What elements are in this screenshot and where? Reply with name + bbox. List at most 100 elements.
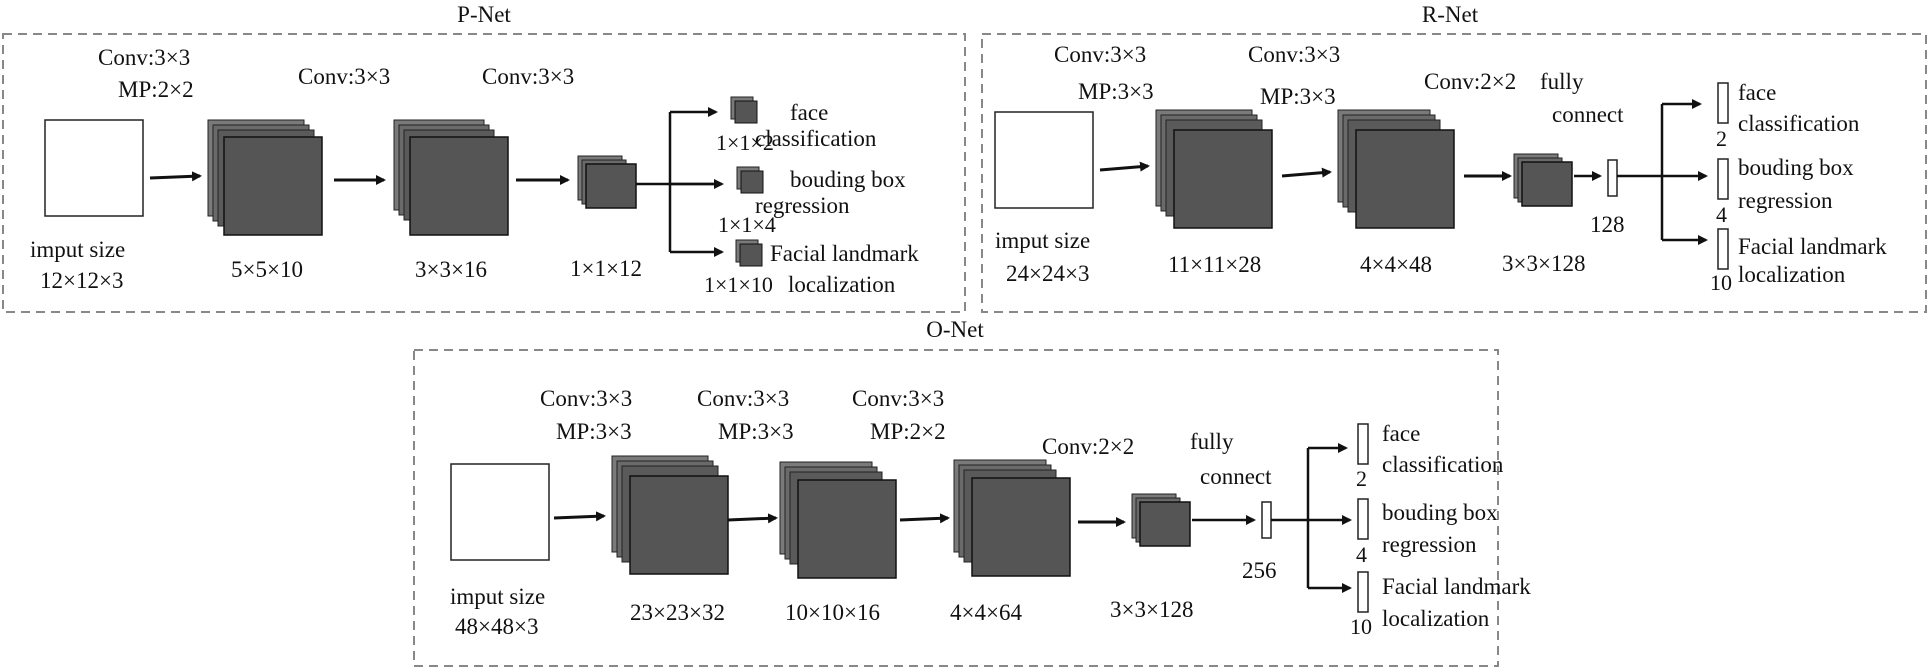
- pnet-out-block-3: [735, 239, 763, 267]
- pnet-out-block-2: [736, 166, 764, 194]
- onet-conv3-label: Conv:3×3: [852, 386, 944, 411]
- pnet-out2-label1: bouding box: [790, 167, 906, 192]
- onet-out1-dim: 2: [1356, 466, 1367, 491]
- rnet-out-bar-3: [1717, 228, 1729, 270]
- rnet-fc-dim: 128: [1590, 212, 1625, 237]
- onet-block-2: [779, 461, 897, 579]
- pnet-out1-label1: face: [790, 100, 828, 125]
- onet-arrow-3: [899, 513, 950, 524]
- pnet-input-label: imput size: [30, 237, 125, 262]
- onet-arrow-1: [553, 511, 606, 522]
- rnet-input-box: [994, 111, 1094, 209]
- onet-out-bar-3: [1357, 571, 1369, 613]
- pnet-frame: [2, 33, 966, 313]
- onet-out-bar-2: [1357, 498, 1369, 540]
- pnet-out2-dim: 1×1×4: [718, 212, 776, 237]
- rnet-arrow-1: [1099, 161, 1150, 172]
- onet-conv1-label: Conv:3×3: [540, 386, 632, 411]
- rnet-arrow-2: [1281, 167, 1332, 178]
- rnet-out-bar-2: [1717, 158, 1729, 200]
- rnet-dim-3: 3×3×128: [1502, 251, 1585, 276]
- onet-mp3-label: MP:2×2: [870, 419, 946, 444]
- rnet-out2-dim: 4: [1716, 202, 1727, 227]
- onet-out1-label2: classification: [1382, 452, 1504, 477]
- onet-out2-label2: regression: [1382, 532, 1477, 557]
- pnet-input-dim: 12×12×3: [40, 268, 123, 293]
- rnet-title: R-Net: [1422, 2, 1479, 27]
- rnet-block-2: [1337, 109, 1455, 229]
- rnet-fc-label2: connect: [1552, 102, 1624, 127]
- pnet-branch-arrows: [636, 107, 724, 257]
- onet-fc-label2: connect: [1200, 464, 1272, 489]
- rnet-out3-dim: 10: [1710, 270, 1732, 295]
- pnet-dim-3: 1×1×12: [570, 256, 642, 281]
- pnet-arrow-1: [149, 171, 202, 182]
- rnet-out1-dim: 2: [1716, 126, 1727, 151]
- rnet-dim-2: 4×4×48: [1360, 252, 1432, 277]
- onet-block-1: [611, 455, 729, 575]
- onet-out-bar-1: [1357, 423, 1369, 465]
- onet-block-3: [953, 459, 1071, 577]
- rnet-block-3: [1513, 153, 1573, 207]
- onet-input-label: imput size: [450, 584, 545, 609]
- rnet-out2-label2: regression: [1738, 188, 1833, 213]
- pnet-mp1-label: MP:2×2: [118, 77, 194, 102]
- pnet-out1-dim: 1×1×2: [716, 130, 774, 155]
- onet-mp1-label: MP:3×3: [556, 419, 632, 444]
- rnet-out2-label1: bouding box: [1738, 155, 1854, 180]
- pnet-conv3-label: Conv:3×3: [482, 64, 574, 89]
- onet-mp2-label: MP:3×3: [718, 419, 794, 444]
- rnet-branch-arrows: [1617, 99, 1708, 245]
- onet-frame: [413, 349, 1499, 667]
- pnet-title: P-Net: [457, 2, 511, 27]
- rnet-out1-label2: classification: [1738, 111, 1860, 136]
- onet-dim-1: 23×23×32: [630, 600, 725, 625]
- onet-dim-2: 10×10×16: [785, 600, 880, 625]
- rnet-dim-1: 11×11×28: [1168, 252, 1261, 277]
- onet-arrow-2: [727, 513, 778, 524]
- rnet-block-1: [1155, 109, 1273, 229]
- pnet-block-3: [577, 155, 637, 209]
- rnet-conv1-label: Conv:3×3: [1054, 42, 1146, 67]
- onet-out3-label1: Facial landmark: [1382, 574, 1531, 599]
- pnet-block-2: [393, 119, 509, 236]
- rnet-out3-label2: localization: [1738, 262, 1846, 287]
- pnet-conv1-label: Conv:3×3: [98, 45, 190, 70]
- onet-conv2-label: Conv:3×3: [697, 386, 789, 411]
- onet-input-box: [450, 463, 550, 561]
- onet-out2-dim: 4: [1356, 542, 1367, 567]
- rnet-out3-label1: Facial landmark: [1738, 234, 1887, 259]
- onet-out3-label2: localization: [1382, 606, 1490, 631]
- pnet-out3-dim: 1×1×10: [704, 272, 773, 297]
- pnet-block-1: [207, 119, 323, 236]
- onet-panel: O-Net imput size 48×48×3 Conv:3×3 MP:3×3…: [413, 317, 1531, 667]
- rnet-conv2-label: Conv:3×3: [1248, 42, 1340, 67]
- rnet-out-bar-1: [1717, 82, 1729, 124]
- rnet-mp1-label: MP:3×3: [1078, 79, 1154, 104]
- onet-out2-label1: bouding box: [1382, 500, 1498, 525]
- onet-fc-bar: [1261, 501, 1272, 539]
- pnet-out-block-1: [730, 96, 758, 124]
- onet-branch-arrows: [1271, 443, 1352, 593]
- onet-conv4-label: Conv:2×2: [1042, 434, 1134, 459]
- rnet-mp2-label: MP:3×3: [1260, 84, 1336, 109]
- rnet-panel: R-Net imput size 24×24×3 Conv:3×3 MP:3×3…: [981, 2, 1927, 313]
- onet-fc-label: fully: [1190, 429, 1234, 454]
- pnet-out2-label2: regression: [755, 193, 850, 218]
- onet-fc-dim: 256: [1242, 558, 1277, 583]
- rnet-fc-bar: [1607, 159, 1618, 197]
- rnet-conv3-label: Conv:2×2: [1424, 69, 1516, 94]
- rnet-out1-label1: face: [1738, 80, 1776, 105]
- pnet-dim-2: 3×3×16: [415, 257, 487, 282]
- onet-dim-3: 4×4×64: [950, 600, 1022, 625]
- pnet-dim-1: 5×5×10: [231, 257, 303, 282]
- onet-out1-label1: face: [1382, 421, 1420, 446]
- pnet-out3-label2: localization: [788, 272, 896, 297]
- pnet-panel: P-Net imput size 12×12×3 Conv:3×3 MP:2×2…: [2, 2, 966, 313]
- onet-title: O-Net: [926, 317, 984, 342]
- pnet-input-box: [44, 119, 144, 217]
- onet-input-dim: 48×48×3: [455, 614, 538, 639]
- onet-block-4: [1131, 493, 1191, 547]
- rnet-input-dim: 24×24×3: [1006, 261, 1089, 286]
